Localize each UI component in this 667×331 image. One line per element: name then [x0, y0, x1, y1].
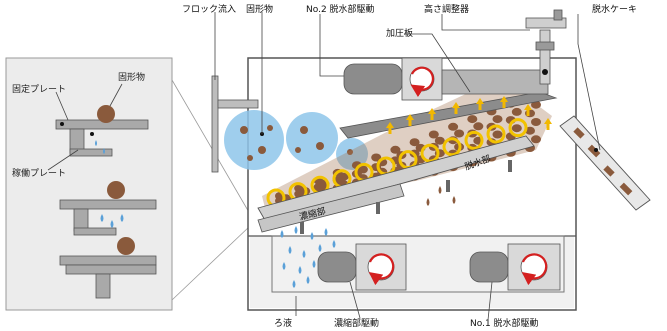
water-drop-icon: [120, 214, 124, 222]
label-filtrate: ろ液: [274, 317, 292, 329]
water-drop-icon: [110, 220, 114, 228]
screw-ring: [508, 118, 528, 138]
screw-ring: [464, 130, 484, 150]
label-pressure-plate: 加圧板: [386, 27, 413, 39]
dewater-drops: [426, 186, 456, 206]
water-drop-icon: [306, 276, 310, 284]
water-drop-icon: [318, 244, 322, 252]
no2-drive-motor: [343, 57, 549, 101]
sludge-particle: [409, 138, 420, 147]
label-height-adjuster: 高さ調整器: [424, 3, 469, 15]
inset-row-2: [59, 181, 157, 236]
screw-ring: [442, 137, 462, 157]
water-drop-icon: [298, 266, 302, 274]
circular-arrow-icon: [368, 253, 395, 286]
thickening-drive-motor: [317, 243, 407, 291]
up-arrow-icon: [544, 118, 552, 130]
label-solids-top: 固形物: [246, 3, 273, 15]
floc-bubbles: [224, 110, 368, 170]
sludge-particle: [531, 118, 541, 126]
sludge-particle: [525, 126, 535, 135]
solid-particle-icon: [107, 181, 125, 199]
water-drop-icon: [294, 226, 298, 234]
sludge-particle: [467, 115, 478, 124]
water-drop-icon: [310, 232, 314, 240]
up-arrow-icon: [500, 96, 508, 108]
label-floc-inlet: フロック流入: [182, 3, 236, 15]
water-drop-icon: [302, 250, 306, 258]
circular-arrow-icon: [410, 66, 435, 98]
sludge-particle: [473, 122, 484, 131]
label-no2-drive: No.2 脱水部駆動: [306, 3, 375, 15]
up-arrow-icon: [524, 104, 532, 116]
inset-row-3: [59, 237, 157, 299]
label-fixed-plate: 固定プレート: [12, 83, 66, 95]
sludge-particle: [492, 115, 503, 124]
water-drop-icon: [332, 240, 336, 248]
label-no1-drive: No.1 脱水部駆動: [470, 317, 539, 329]
cake-chute: [559, 115, 651, 211]
filtrate-drops: [280, 226, 336, 288]
pressure-plate: [339, 91, 558, 139]
up-arrow-icon: [386, 122, 394, 134]
water-drop-icon: [324, 228, 328, 236]
solid-particle-icon: [97, 105, 115, 123]
label-dewatered-cake: 脱水ケーキ: [592, 3, 637, 15]
water-drop-icon: [312, 260, 316, 268]
sludge-particle: [428, 130, 439, 139]
circular-arrow-icon: [521, 253, 548, 286]
no1-drive-motor: [469, 243, 561, 291]
water-drop-icon: [95, 140, 97, 146]
sludge-particle: [434, 136, 445, 145]
screw-ring: [420, 143, 440, 163]
pressure-arrows: [386, 96, 552, 134]
sludge-particle: [454, 129, 465, 138]
sludge-particle: [511, 124, 522, 133]
inset-row-1: [55, 105, 149, 157]
leader-lines: [214, 12, 601, 321]
label-thickening-drive: 濃縮部駆動: [334, 317, 379, 329]
sludge-particle: [492, 130, 503, 139]
sludge-particle: [448, 122, 459, 131]
up-arrow-icon: [406, 114, 414, 126]
water-drop-icon: [282, 262, 286, 270]
height-adjuster: [525, 9, 567, 85]
bottom-plate: [257, 135, 535, 234]
water-drop-icon: [100, 214, 104, 222]
sludge-particle: [511, 107, 522, 116]
screw-ring: [486, 124, 506, 144]
water-drop-icon: [292, 280, 296, 288]
sludge-particle: [390, 145, 401, 154]
label-moving-plate: 稼働プレート: [12, 167, 66, 179]
sludge-particle: [531, 135, 541, 144]
water-drop-icon: [280, 230, 284, 238]
label-solids-inset: 固形物: [118, 71, 145, 83]
up-arrow-icon: [476, 98, 484, 110]
solid-particle-icon: [117, 237, 135, 255]
water-drop-icon: [288, 246, 292, 254]
up-arrow-icon: [452, 102, 460, 114]
up-arrow-icon: [428, 108, 436, 120]
water-drop-icon: [103, 148, 105, 154]
detail-inset: 固定プレート 固形物 稼働プレート: [5, 57, 251, 311]
